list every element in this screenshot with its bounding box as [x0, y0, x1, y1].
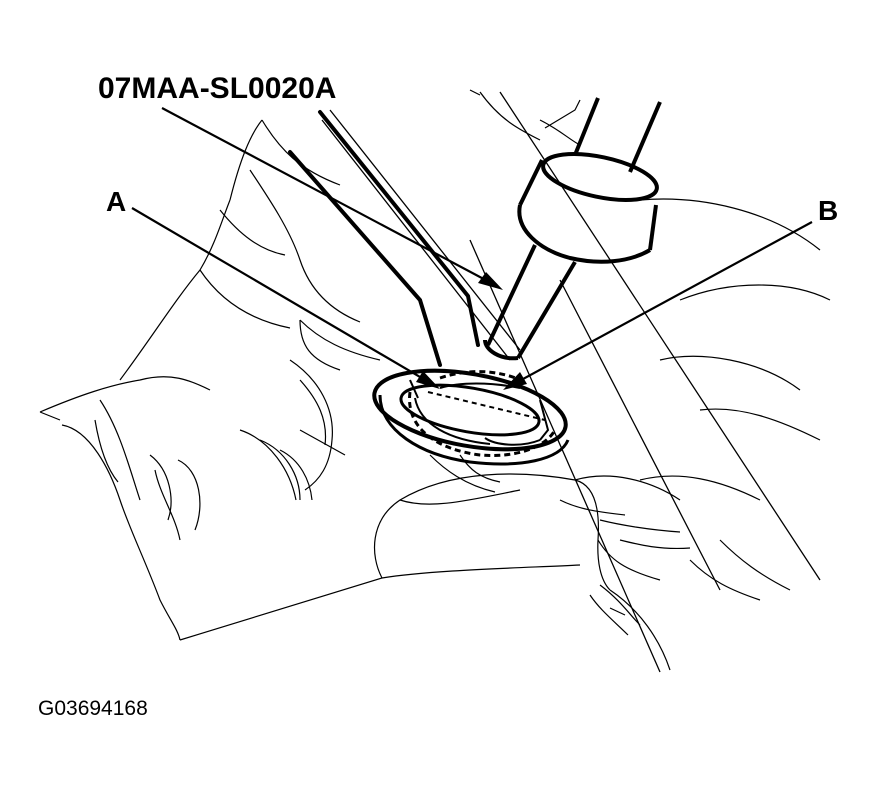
tool-part-number-label: 07MAA-SL0020A: [98, 72, 337, 105]
callout-b-label: B: [818, 195, 839, 226]
frame-lines: [321, 91, 821, 673]
retainer-dashed-outline: [408, 370, 557, 458]
housing-outline: [39, 89, 831, 671]
driver-tool: [483, 97, 662, 361]
seal-ring: [372, 368, 570, 466]
screwdriver-shafts: [288, 110, 480, 367]
arrowheads: [416, 272, 527, 390]
figure-id: G03694168: [38, 697, 148, 720]
leader-lines: [131, 107, 813, 386]
callout-a-label: A: [106, 186, 127, 217]
